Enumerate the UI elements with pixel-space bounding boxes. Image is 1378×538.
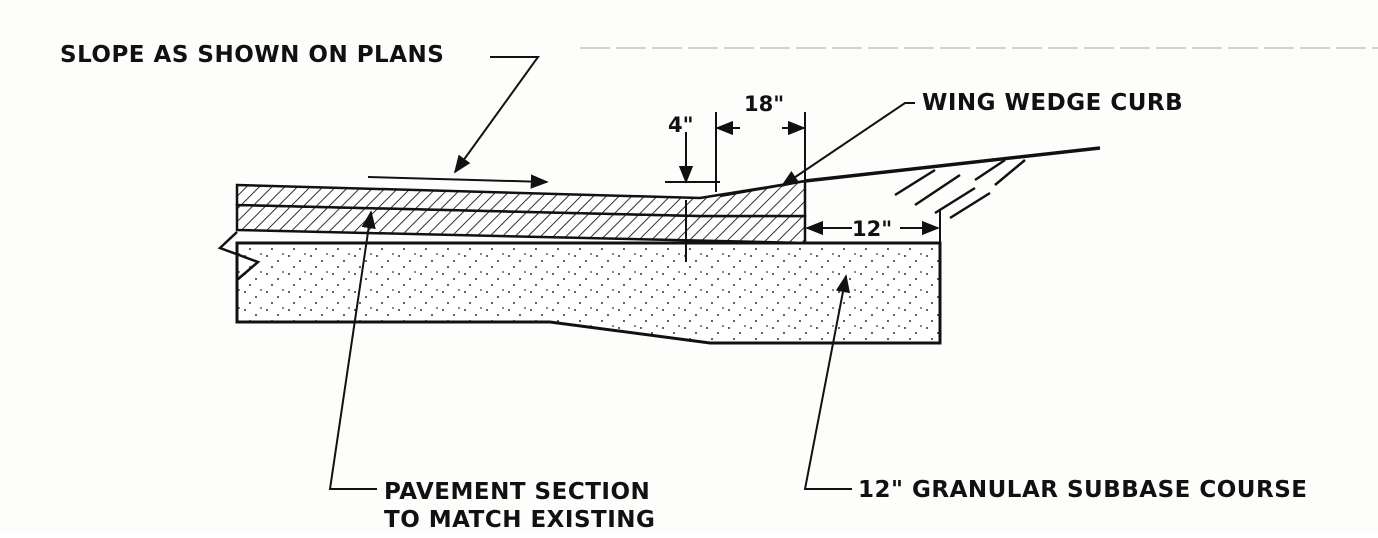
wing-wedge-curb-label: WING WEDGE CURB [922, 90, 1183, 116]
slope-leader-line [453, 56, 540, 174]
curb-width-dimension-label: 18" [744, 92, 784, 116]
pavement-section-label-line1: PAVEMENT SECTION [384, 479, 650, 505]
subbase-extension-dimension [805, 210, 941, 243]
subbase-extension-dimension-label: 12" [852, 217, 892, 241]
curb-width-dimension [715, 112, 806, 192]
curb-height-dimension-label: 4" [668, 113, 694, 137]
pavement-layer-top [235, 179, 807, 218]
break-line-symbol [217, 231, 261, 281]
pavement-section-leader [328, 210, 377, 490]
ground-hatch [894, 158, 1026, 220]
wing-wedge-curb-leader [780, 102, 915, 188]
ground-surface-line [804, 146, 1101, 183]
flow-direction-arrow [367, 174, 549, 189]
subbase-leader [803, 274, 852, 490]
slope-label: SLOPE AS SHOWN ON PLANS [60, 42, 444, 68]
granular-subbase-layer [235, 241, 942, 345]
curb-height-dimension [665, 132, 720, 262]
subbase-label: 12" GRANULAR SUBBASE COURSE [858, 477, 1307, 503]
pavement-section-label-line2: TO MATCH EXISTING [384, 507, 655, 533]
